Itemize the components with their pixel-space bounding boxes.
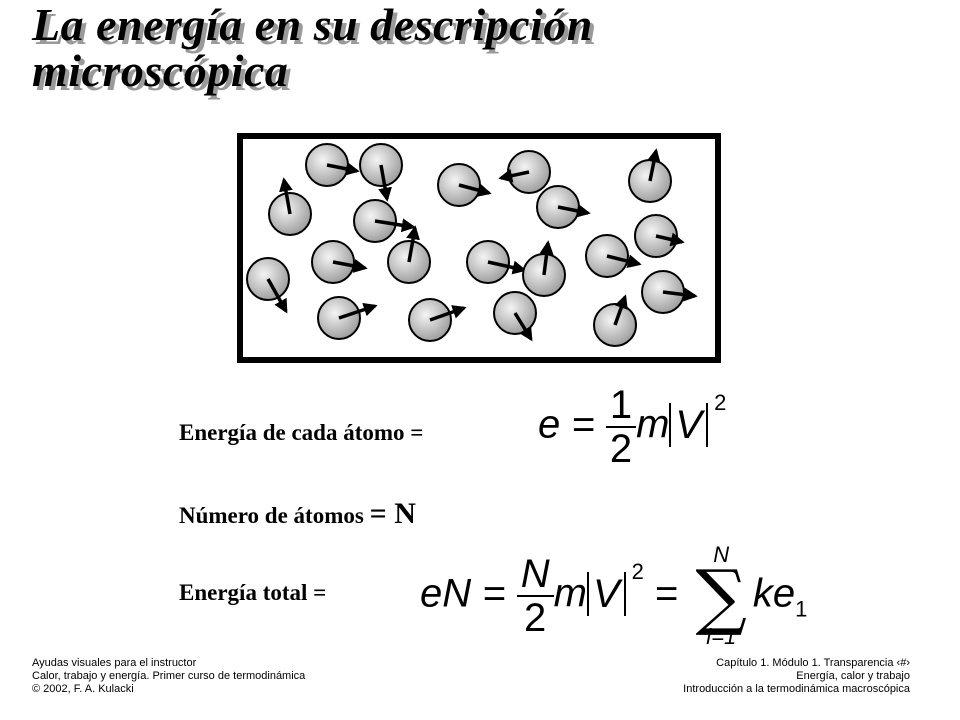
atom-10 bbox=[311, 240, 368, 284]
atom-count-row: Número de átomos = N bbox=[179, 497, 416, 531]
atom-13 bbox=[522, 240, 566, 297]
atom-11 bbox=[387, 225, 431, 284]
atom-3 bbox=[268, 177, 312, 236]
atom-8 bbox=[353, 199, 416, 243]
slide-title: La energía en su descripción microscópic… bbox=[32, 2, 932, 94]
velocity-arrow bbox=[613, 294, 628, 326]
velocity-arrow bbox=[406, 225, 420, 263]
footer-left-line-2: Calor, trabajo y energía. Primer curso d… bbox=[32, 670, 306, 682]
atom-count-value: = N bbox=[369, 497, 416, 530]
footer-right-line-1: Capítulo 1. Módulo 1. Transparencia ‹#› bbox=[716, 657, 910, 669]
velocity-arrow bbox=[279, 177, 293, 215]
atom-count-label: Número de átomos bbox=[179, 503, 364, 528]
slide-title-line-1: La energía en su descripción bbox=[32, 0, 593, 50]
velocity-arrow bbox=[662, 287, 698, 302]
velocity-arrow bbox=[378, 164, 392, 202]
footer-left-line-3: © 2002, F. A. Kulacki bbox=[32, 683, 134, 695]
atom-6 bbox=[536, 185, 591, 229]
velocity-arrow bbox=[539, 240, 554, 276]
atom-15 bbox=[246, 257, 290, 314]
atom-16 bbox=[641, 270, 698, 314]
velocity-arrow bbox=[326, 161, 360, 176]
footer-right-line-3: Introducción a la termodinámica macroscó… bbox=[683, 683, 910, 695]
atom-9 bbox=[634, 214, 685, 258]
atom-18 bbox=[408, 298, 467, 342]
velocity-arrow bbox=[606, 254, 642, 269]
atom-2 bbox=[359, 143, 403, 202]
atom-1 bbox=[305, 143, 360, 187]
footer-left: Ayudas visuales para el instructor Calor… bbox=[32, 657, 305, 696]
velocity-arrow bbox=[429, 305, 467, 322]
footer-right-line-2: Energía, calor y trabajo bbox=[796, 670, 910, 682]
slide-title-line-2: microscópica bbox=[32, 45, 289, 96]
atom-12 bbox=[466, 240, 527, 284]
velocity-arrow bbox=[458, 183, 492, 197]
velocity-arrow bbox=[646, 148, 661, 182]
velocity-arrow bbox=[338, 302, 378, 320]
footer-right: Capítulo 1. Módulo 1. Transparencia ‹#› … bbox=[683, 657, 910, 696]
atom-19 bbox=[493, 291, 537, 342]
atom-5 bbox=[498, 150, 551, 194]
velocity-arrow bbox=[332, 259, 368, 273]
atom-14 bbox=[585, 234, 642, 278]
atom-energy-label: Energía de cada átomo = bbox=[179, 420, 424, 445]
footer-left-line-1: Ayudas visuales para el instructor bbox=[32, 657, 197, 669]
atom-7 bbox=[628, 148, 672, 203]
velocity-arrow bbox=[513, 312, 533, 342]
velocity-arrow bbox=[557, 203, 591, 218]
atom-4 bbox=[437, 163, 492, 207]
velocity-arrow bbox=[266, 278, 288, 314]
atom-17 bbox=[317, 296, 378, 340]
velocity-arrow bbox=[487, 260, 527, 275]
velocity-arrow bbox=[655, 232, 685, 247]
velocity-arrow bbox=[498, 168, 530, 183]
atom-20 bbox=[593, 294, 637, 347]
total-energy-label: Energía total = bbox=[179, 580, 327, 605]
